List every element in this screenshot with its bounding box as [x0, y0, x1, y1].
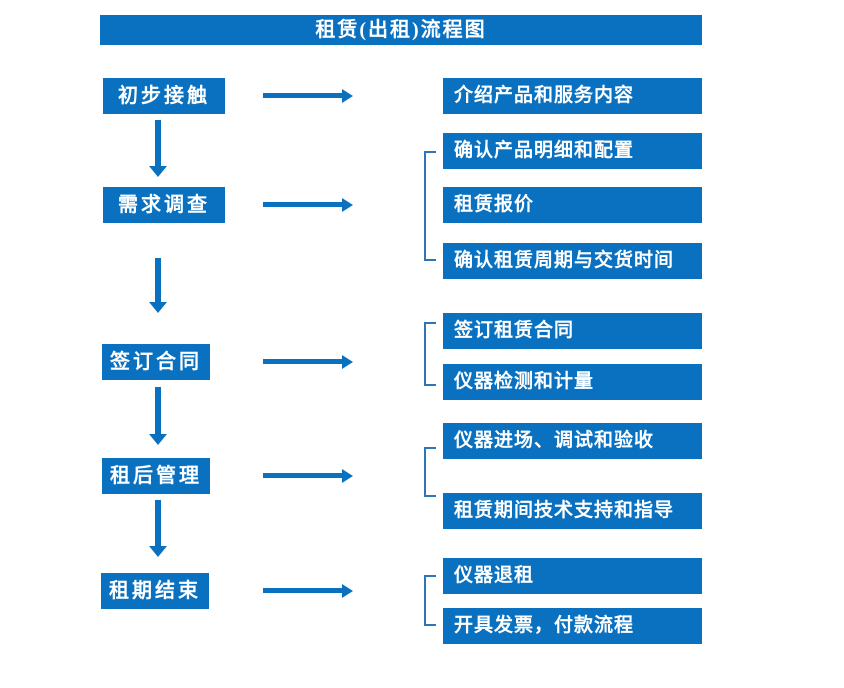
output-box: 仪器进场、调试和验收 — [443, 423, 702, 459]
right-arrow-icon — [263, 89, 353, 103]
bracket-connector — [424, 447, 436, 497]
step-box-demand-survey: 需求调查 — [103, 187, 225, 223]
output-box: 仪器退租 — [443, 558, 702, 594]
step-box-rental-end: 租期结束 — [101, 573, 209, 609]
step-box-post-rental-management: 租后管理 — [102, 458, 210, 494]
bracket-connector — [424, 322, 436, 386]
output-box: 仪器检测和计量 — [443, 364, 702, 400]
output-box: 租赁报价 — [443, 187, 702, 223]
bracket-connector — [424, 151, 436, 261]
output-box: 签订租赁合同 — [443, 313, 702, 349]
right-arrow-icon — [263, 355, 353, 369]
down-arrow-icon — [149, 387, 167, 445]
flowchart-title: 租赁(出租)流程图 — [100, 15, 702, 45]
output-box: 确认产品明细和配置 — [443, 133, 702, 169]
step-box-sign-contract: 签订合同 — [102, 344, 210, 380]
output-box: 开具发票，付款流程 — [443, 608, 702, 644]
output-box: 确认租赁周期与交货时间 — [443, 243, 702, 279]
down-arrow-icon — [149, 258, 167, 313]
output-box: 介绍产品和服务内容 — [443, 78, 702, 114]
step-box-initial-contact: 初步接触 — [103, 78, 225, 114]
down-arrow-icon — [149, 120, 167, 177]
output-box: 租赁期间技术支持和指导 — [443, 493, 702, 529]
down-arrow-icon — [149, 500, 167, 557]
right-arrow-icon — [263, 584, 353, 598]
right-arrow-icon — [263, 198, 353, 212]
bracket-connector — [424, 575, 436, 626]
right-arrow-icon — [263, 469, 353, 483]
